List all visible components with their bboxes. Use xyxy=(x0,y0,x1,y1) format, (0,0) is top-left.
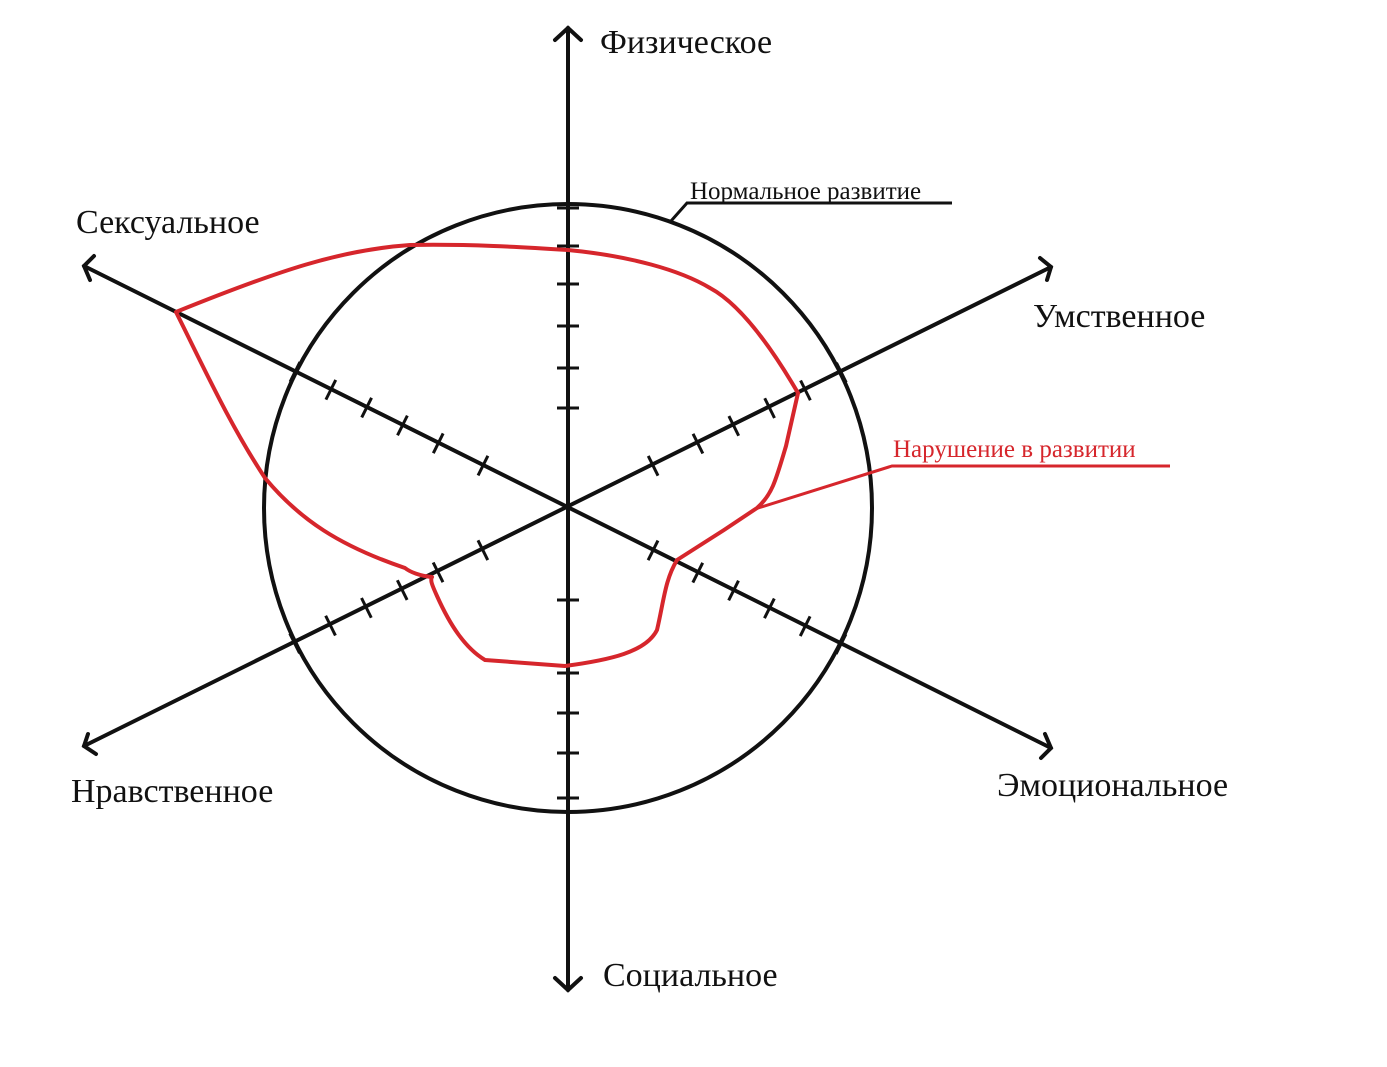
impaired-development-curve xyxy=(174,242,800,668)
arrowhead-upper-right-icon xyxy=(1038,256,1054,282)
tick-diagonal-upper-left xyxy=(396,414,409,436)
callout-normal-development: Нормальное развитие xyxy=(669,178,952,222)
tick-diagonal-upper-left xyxy=(431,432,445,454)
tick-diagonal-lower-left xyxy=(324,615,337,637)
tick-diagonal-upper-left xyxy=(360,397,373,419)
axis-label-moral: Нравственное xyxy=(71,773,273,810)
tick-diagonal-lower-right xyxy=(646,539,660,561)
tick-diagonal-lower-right xyxy=(763,597,776,619)
callout-impaired-leader xyxy=(754,464,1170,511)
callout-impaired-development: Нарушение в развитии xyxy=(754,436,1170,511)
axis-label-physical: Физическое xyxy=(600,24,772,61)
axis-label-mental: Умственное xyxy=(1033,298,1205,335)
axis-ticks xyxy=(288,206,848,800)
tick-diagonal-lower-right xyxy=(727,580,740,602)
tick-diagonal-lower-right xyxy=(798,615,812,637)
tick-diagonal-upper-left xyxy=(324,379,338,401)
normal-development-label: Нормальное развитие xyxy=(690,178,921,205)
tick-diagonal-upper-right xyxy=(646,455,660,477)
tick-diagonal-lower-left xyxy=(360,597,373,619)
arrowhead-top-icon xyxy=(553,25,583,42)
tick-diagonal-lower-left xyxy=(476,539,490,561)
impaired-development-label: Нарушение в развитии xyxy=(893,436,1136,463)
axis-label-sexual: Сексуальное xyxy=(76,204,260,241)
tick-diagonal-upper-right xyxy=(763,397,776,419)
axis-diagonal-ascending xyxy=(81,256,1054,756)
tick-diagonal-upper-right xyxy=(799,379,812,401)
arrowhead-lower-left-icon xyxy=(81,732,98,756)
arrowhead-upper-left-icon xyxy=(81,254,96,282)
tick-diagonal-upper-right xyxy=(727,415,741,437)
axis-label-social: Социальное xyxy=(603,957,778,994)
arrowhead-lower-right-icon xyxy=(1039,732,1054,760)
tick-diagonal-lower-right xyxy=(834,633,848,655)
tick-diagonal-upper-right xyxy=(835,362,848,384)
tick-diagonal-lower-left xyxy=(288,632,301,654)
tick-diagonal-upper-left xyxy=(476,455,490,477)
tick-diagonal-lower-left xyxy=(395,579,409,601)
axis-label-emotional: Эмоциональное xyxy=(997,767,1228,804)
tick-diagonal-lower-right xyxy=(691,562,705,584)
callout-normal-leader xyxy=(669,201,952,222)
tick-diagonal-lower-left xyxy=(431,561,445,583)
arrowhead-bottom-icon xyxy=(553,976,583,993)
tick-diagonal-upper-left xyxy=(288,361,302,383)
tick-diagonal-upper-right xyxy=(691,433,705,455)
